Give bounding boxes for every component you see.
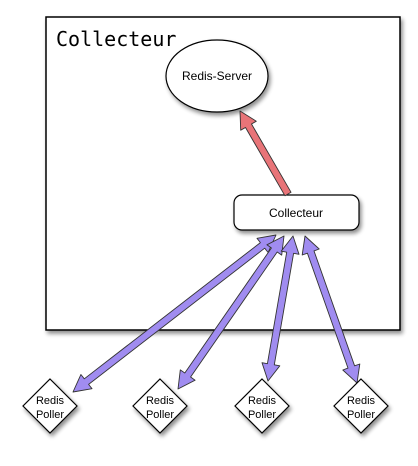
collecteur-box [233,194,360,231]
redis-server-label: Redis-Server [182,69,252,83]
poller-1-diamond [22,378,78,434]
container-title: Collecteur [56,27,176,51]
arrows-layer [72,110,361,393]
poller-3-label-line1: Redis [248,395,277,407]
poller-4-label-line2: Poller [347,409,375,421]
poller-2-label-line2: Poller [146,409,174,421]
poll-arrow-poller-3 [261,235,300,382]
poll-arrow-poller-4 [301,235,361,384]
poller-4: Redis Poller [333,378,389,434]
poller-2-diamond [132,378,188,434]
poller-2: Redis Poller [132,378,188,434]
collecteur-node: Collecteur [233,194,360,231]
poller-4-diamond [333,378,389,434]
redis-server-ellipse [165,39,269,113]
collecteur-label: Collecteur [269,206,323,220]
poll-arrow-poller-1 [72,234,277,393]
poller-1-label-line2: Poller [36,409,64,421]
poller-4-label-line1: Redis [347,395,376,407]
poller-2-label-line1: Redis [146,395,175,407]
push-arrow-collecteur-to-redis [239,110,292,197]
poller-1-label-line1: Redis [36,395,65,407]
poller-3: Redis Poller [234,378,290,434]
poller-1: Redis Poller [22,378,78,434]
poller-3-diamond [234,378,290,434]
poller-3-label-line2: Poller [248,409,276,421]
poll-arrow-poller-2 [177,235,285,390]
redis-server-node: Redis-Server [165,39,269,113]
